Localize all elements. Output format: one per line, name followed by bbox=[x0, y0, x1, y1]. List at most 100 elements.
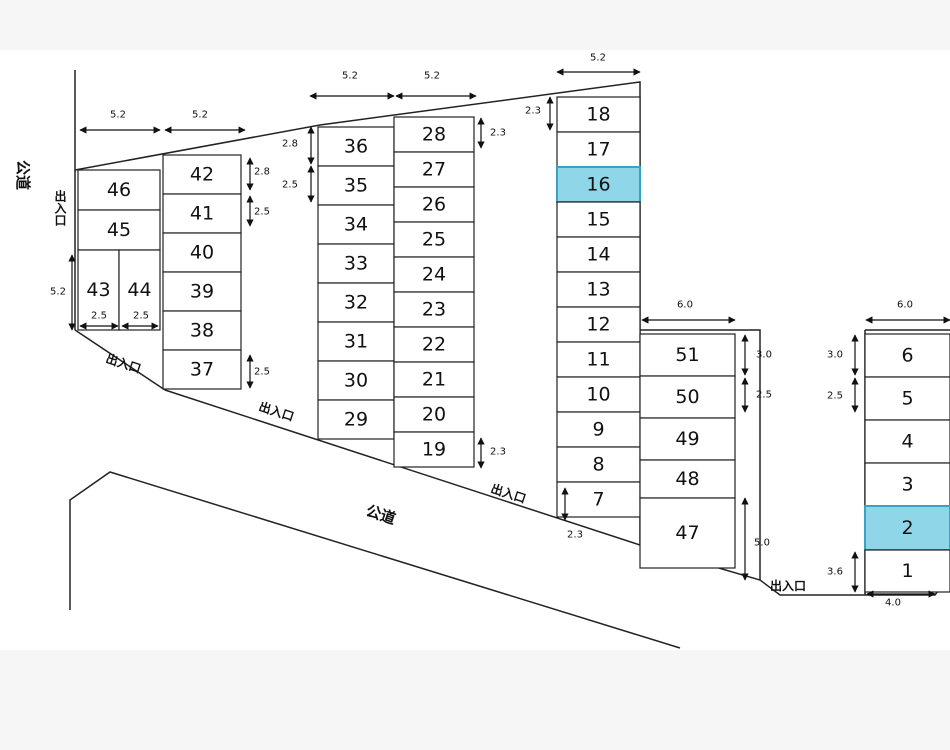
stall-5[interactable]: 5 bbox=[864, 376, 950, 421]
stall-number: 28 bbox=[422, 124, 446, 146]
dimension-width_50: 2.5 bbox=[741, 377, 772, 413]
stall-47[interactable]: 47 bbox=[639, 497, 736, 569]
stall-32[interactable]: 32 bbox=[317, 282, 395, 323]
stall-box bbox=[864, 333, 950, 378]
stall-11[interactable]: 11 bbox=[556, 341, 641, 378]
stall-10[interactable]: 10 bbox=[556, 376, 641, 413]
dimension-width_19: 2.3 bbox=[477, 437, 506, 469]
stall-box bbox=[864, 376, 950, 421]
stall-34[interactable]: 34 bbox=[317, 204, 395, 245]
stall-51[interactable]: 51 bbox=[639, 333, 736, 377]
dimension-width_37: 2.5 bbox=[246, 354, 270, 389]
dimension-label: 2.5 bbox=[254, 367, 270, 378]
stall-number: 49 bbox=[675, 428, 699, 450]
stall-50[interactable]: 50 bbox=[639, 375, 736, 419]
dimension-depth_e: 5.2 bbox=[556, 53, 641, 76]
dimension-label: 3.6 bbox=[827, 567, 843, 578]
stall-27[interactable]: 27 bbox=[393, 151, 475, 188]
road-outline bbox=[69, 471, 681, 649]
stall-number: 29 bbox=[344, 409, 368, 431]
stall-number: 8 bbox=[592, 454, 604, 476]
stall-25[interactable]: 25 bbox=[393, 221, 475, 258]
stall-box bbox=[393, 151, 475, 188]
stall-42[interactable]: 42 bbox=[162, 154, 242, 195]
stall-number: 50 bbox=[675, 386, 699, 408]
stall-number: 31 bbox=[344, 331, 368, 353]
stall-13[interactable]: 13 bbox=[556, 271, 641, 308]
stall-box bbox=[639, 333, 736, 377]
stall-17[interactable]: 17 bbox=[556, 131, 641, 168]
dimension-label: 4.0 bbox=[885, 598, 901, 609]
stall-4[interactable]: 4 bbox=[864, 419, 950, 464]
stall-15[interactable]: 15 bbox=[556, 201, 641, 238]
stall-number: 10 bbox=[586, 384, 610, 406]
dimension-label: 5.2 bbox=[192, 110, 208, 121]
stall-40[interactable]: 40 bbox=[162, 232, 242, 273]
stall-number: 32 bbox=[344, 292, 368, 314]
stall-box bbox=[639, 497, 736, 569]
stall-48[interactable]: 48 bbox=[639, 459, 736, 499]
stall-6[interactable]: 6 bbox=[864, 333, 950, 378]
stall-number: 5 bbox=[901, 388, 913, 410]
stall-14[interactable]: 14 bbox=[556, 236, 641, 273]
stall-18[interactable]: 18 bbox=[556, 96, 641, 133]
stall-41[interactable]: 41 bbox=[162, 193, 242, 234]
stall-39[interactable]: 39 bbox=[162, 271, 242, 312]
dimension-width_6: 3.0 bbox=[827, 334, 859, 376]
stall-box bbox=[317, 399, 395, 440]
stall-box bbox=[556, 131, 641, 168]
stall-7[interactable]: 7 bbox=[556, 481, 641, 518]
stall-box bbox=[556, 201, 641, 238]
dimension-width_36: 2.8 bbox=[282, 126, 315, 165]
stall-number: 40 bbox=[190, 242, 214, 264]
stall-26[interactable]: 26 bbox=[393, 186, 475, 223]
stall-19[interactable]: 19 bbox=[393, 431, 475, 468]
stall-number: 14 bbox=[586, 244, 610, 266]
stall-number: 13 bbox=[586, 279, 610, 301]
stall-box bbox=[639, 417, 736, 461]
stall-31[interactable]: 31 bbox=[317, 321, 395, 362]
dimension-label: 2.3 bbox=[525, 106, 541, 117]
stall-number: 38 bbox=[190, 320, 214, 342]
stall-box bbox=[556, 236, 641, 273]
stall-24[interactable]: 24 bbox=[393, 256, 475, 293]
stall-number: 16 bbox=[586, 174, 610, 196]
stall-box bbox=[317, 204, 395, 245]
dimension-label: 6.0 bbox=[897, 300, 913, 311]
stall-3[interactable]: 3 bbox=[864, 462, 950, 507]
stall-36[interactable]: 36 bbox=[317, 126, 395, 167]
stall-22[interactable]: 22 bbox=[393, 326, 475, 363]
stall-1[interactable]: 1 bbox=[864, 549, 950, 593]
stall-20[interactable]: 20 bbox=[393, 396, 475, 433]
stall-46[interactable]: 46 bbox=[77, 169, 161, 211]
dimension-width_43: 2.5 bbox=[79, 311, 119, 330]
stall-number: 15 bbox=[586, 209, 610, 231]
dimension-label: 3.0 bbox=[756, 350, 772, 361]
stall-29[interactable]: 29 bbox=[317, 399, 395, 440]
stall-45[interactable]: 45 bbox=[77, 209, 161, 251]
stall-21[interactable]: 21 bbox=[393, 361, 475, 398]
stall-number: 2 bbox=[901, 517, 913, 539]
stall-38[interactable]: 38 bbox=[162, 310, 242, 351]
stall-number: 1 bbox=[901, 560, 913, 582]
stall-49[interactable]: 49 bbox=[639, 417, 736, 461]
stall-33[interactable]: 33 bbox=[317, 243, 395, 284]
stall-37[interactable]: 37 bbox=[162, 349, 242, 390]
stall-43[interactable]: 43 bbox=[77, 249, 120, 331]
stall-23[interactable]: 23 bbox=[393, 291, 475, 328]
stall-box bbox=[393, 396, 475, 433]
stall-16[interactable]: 16 bbox=[556, 166, 641, 203]
dimension-label: 2.3 bbox=[490, 447, 506, 458]
stall-44[interactable]: 44 bbox=[118, 249, 161, 331]
stall-9[interactable]: 9 bbox=[556, 411, 641, 448]
dimension-width_51: 3.0 bbox=[741, 334, 772, 376]
stall-28[interactable]: 28 bbox=[393, 116, 475, 153]
stall-8[interactable]: 8 bbox=[556, 446, 641, 483]
stall-number: 37 bbox=[190, 359, 214, 381]
stall-30[interactable]: 30 bbox=[317, 360, 395, 401]
stall-12[interactable]: 12 bbox=[556, 306, 641, 343]
stall-2[interactable]: 2 bbox=[864, 505, 950, 551]
stall-number: 41 bbox=[190, 203, 214, 225]
dimension-width_41: 2.5 bbox=[246, 195, 270, 227]
stall-35[interactable]: 35 bbox=[317, 165, 395, 206]
